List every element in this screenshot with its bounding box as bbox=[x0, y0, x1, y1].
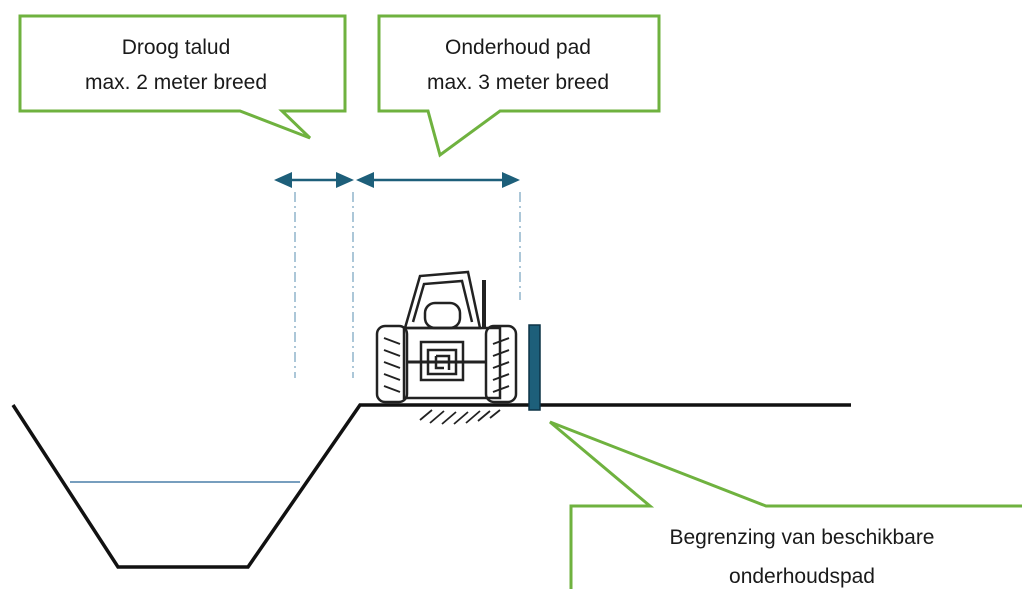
callout-boundary: Begrenzing van beschikbare onderhoudspad bbox=[549, 420, 1022, 589]
callout-path: Onderhoud pad max. 3 meter breed bbox=[377, 14, 661, 158]
callout-boundary-line1: Begrenzing van beschikbare bbox=[669, 526, 934, 549]
callout-path-line1: Onderhoud pad bbox=[445, 36, 591, 59]
guide-lines bbox=[294, 192, 521, 378]
boundary-post bbox=[528, 324, 541, 411]
callout-slope-line2: max. 2 meter breed bbox=[85, 71, 267, 94]
callout-boundary-box bbox=[549, 420, 1022, 589]
callout-slope: Droog talud max. 2 meter breed bbox=[18, 14, 347, 140]
callout-path-box bbox=[377, 14, 661, 158]
slope-width-arrow bbox=[274, 172, 354, 188]
callout-path-line2: max. 3 meter breed bbox=[427, 71, 609, 94]
ditch-profile bbox=[11, 403, 851, 569]
callout-boundary-line2: onderhoudspad bbox=[729, 565, 875, 588]
callout-slope-line1: Droog talud bbox=[122, 36, 231, 59]
tractor-icon bbox=[375, 270, 518, 425]
path-width-arrow bbox=[356, 172, 520, 188]
callout-slope-box bbox=[18, 14, 347, 140]
